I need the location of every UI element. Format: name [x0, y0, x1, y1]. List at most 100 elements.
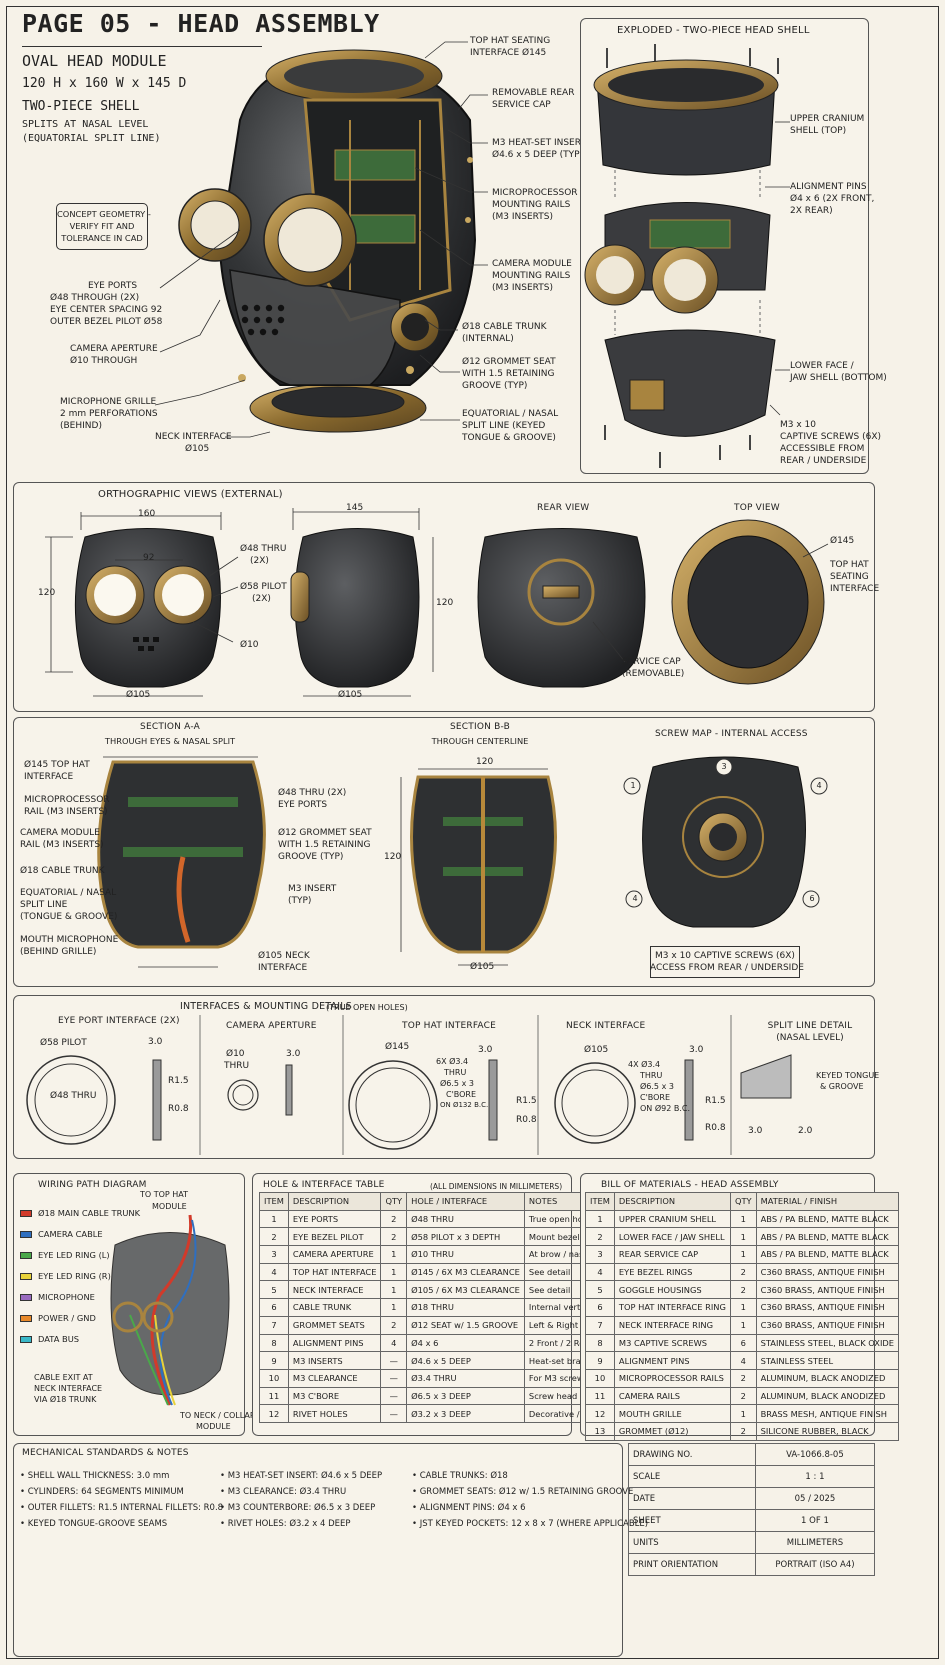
table-cell: Ø3.4 THRU: [406, 1368, 525, 1388]
title-block-key: UNITS: [628, 1531, 756, 1554]
legend-label: DATA BUS: [38, 1334, 80, 1344]
legend-item: EYE LED RING (R): [20, 1271, 111, 1281]
title-block-value: 1 OF 1: [754, 1509, 876, 1532]
note-line: • ALIGNMENT PINS: Ø4 x 6: [412, 1503, 526, 1513]
note-line: • KEYED TONGUE-GROOVE SEAMS: [20, 1519, 168, 1529]
ortho-title: ORTHOGRAPHIC VIEWS (EXTERNAL): [98, 489, 283, 500]
table-cell: —: [380, 1404, 408, 1423]
legend-item: DATA BUS: [20, 1334, 79, 1344]
table-cell: GROMMET SEATS: [287, 1315, 382, 1335]
table-header-cell: HOLE / INTERFACE: [406, 1192, 525, 1211]
legend-label: POWER / GND: [38, 1313, 96, 1323]
table-cell: C360 BRASS, ANTIQUE FINISH: [755, 1298, 900, 1317]
legend-item: POWER / GND: [20, 1313, 96, 1323]
screw-note-box: [650, 946, 800, 978]
table-cell: Ø10 THRU: [406, 1245, 525, 1264]
note-line: • CYLINDERS: 64 SEGMENTS MINIMUM: [20, 1487, 184, 1497]
table-cell: 2: [729, 1262, 757, 1282]
table-cell: Ø6.5 x 3 DEEP: [406, 1386, 525, 1406]
table-cell: C360 BRASS, ANTIQUE FINISH: [755, 1262, 900, 1282]
wiring-illustration: [110, 1214, 230, 1406]
table-cell: 2: [729, 1421, 757, 1441]
concept-note-box: CONCEPT GEOMETRY - VERIFY FIT AND TOLERA…: [56, 203, 151, 250]
title-block-value: MILLIMETERS: [754, 1531, 876, 1554]
title-block-value: 05 / 2025: [754, 1487, 876, 1510]
table-cell: 4: [259, 1262, 289, 1282]
note-line: • OUTER FILLETS: R1.5 INTERNAL FILLETS: …: [20, 1503, 224, 1513]
hero-head-illustration: [178, 49, 477, 433]
table-cell: —: [380, 1386, 408, 1406]
table-cell: 5: [585, 1280, 615, 1300]
table-cell: REAR SERVICE CAP: [613, 1245, 731, 1264]
table-header-cell: ITEM: [585, 1192, 615, 1211]
notes-panel: MECHANICAL STANDARDS & NOTES: [13, 1443, 623, 1657]
note-line: • SHELL WALL THICKNESS: 3.0 mm: [20, 1471, 170, 1481]
table-cell: 9: [259, 1351, 289, 1370]
table-cell: M3 CAPTIVE SCREWS: [613, 1333, 731, 1353]
table-cell: UPPER CRANIUM SHELL: [613, 1209, 731, 1229]
table-cell: CABLE TRUNK: [287, 1298, 382, 1317]
table-cell: 1: [729, 1404, 757, 1423]
table-cell: 2: [729, 1386, 757, 1406]
table-cell: 12: [259, 1404, 289, 1423]
orthographic-views: [45, 508, 829, 697]
title-block-key: DATE: [628, 1487, 756, 1510]
note-line: • CABLE TRUNKS: Ø18: [412, 1471, 508, 1481]
hero-leader-lines: [154, 41, 488, 438]
table-cell: 2: [729, 1368, 757, 1388]
table-cell: STAINLESS STEEL: [755, 1351, 900, 1370]
table-header-cell: DESCRIPTION: [613, 1192, 731, 1211]
table-cell: 10: [585, 1368, 615, 1388]
title-block-value: VA-1066.8-05: [754, 1443, 876, 1466]
table-cell: ABS / PA BLEND, MATTE BLACK: [755, 1245, 900, 1264]
table-header-cell: MATERIAL / FINISH: [755, 1192, 900, 1211]
table-cell: Ø3.2 x 3 DEEP: [406, 1404, 525, 1423]
table-cell: STAINLESS STEEL, BLACK OXIDE: [755, 1333, 900, 1353]
table-cell: ALIGNMENT PINS: [287, 1333, 382, 1353]
table-cell: Ø105 / 6X M3 CLEARANCE: [406, 1280, 525, 1300]
note-line: • GROMMET SEATS: Ø12 w/ 1.5 RETAINING GR…: [412, 1487, 634, 1497]
table-cell: 3: [259, 1245, 289, 1264]
table-cell: 4: [585, 1262, 615, 1282]
table-cell: 1: [729, 1227, 757, 1247]
exploded-illustration: [584, 44, 790, 468]
table-cell: 7: [585, 1315, 615, 1335]
table-cell: Ø4.6 x 5 DEEP: [406, 1351, 525, 1370]
table-cell: GOGGLE HOUSINGS: [613, 1280, 731, 1300]
table-cell: 1: [380, 1245, 408, 1264]
legend-swatch: [20, 1230, 32, 1238]
table-cell: ALIGNMENT PINS: [613, 1351, 731, 1370]
table-cell: 12: [585, 1404, 615, 1423]
table-cell: CAMERA RAILS: [613, 1386, 731, 1406]
legend-label: MICROPHONE: [38, 1292, 95, 1302]
table-cell: ALUMINUM, BLACK ANODIZED: [755, 1368, 900, 1388]
table-cell: C360 BRASS, ANTIQUE FINISH: [755, 1280, 900, 1300]
legend-swatch: [20, 1314, 32, 1322]
title-block-key: PRINT ORIENTATION: [628, 1553, 756, 1576]
legend-item: Ø18 MAIN CABLE TRUNK: [20, 1208, 140, 1218]
table-cell: BRASS MESH, ANTIQUE FINISH: [755, 1404, 900, 1423]
module-dims: 120 H x 160 W x 145 D: [22, 76, 187, 91]
table-cell: Ø12 SEAT w/ 1.5 GROOVE: [406, 1315, 525, 1335]
table-cell: 1: [380, 1298, 408, 1317]
legend-label: CAMERA CABLE: [38, 1229, 103, 1239]
table-cell: 1: [729, 1315, 757, 1335]
table-cell: 5: [259, 1280, 289, 1300]
table-cell: 10: [259, 1368, 289, 1388]
table-header-cell: QTY: [380, 1192, 408, 1211]
table-cell: TOP HAT INTERFACE RING: [613, 1298, 731, 1317]
section-views: [97, 756, 828, 968]
